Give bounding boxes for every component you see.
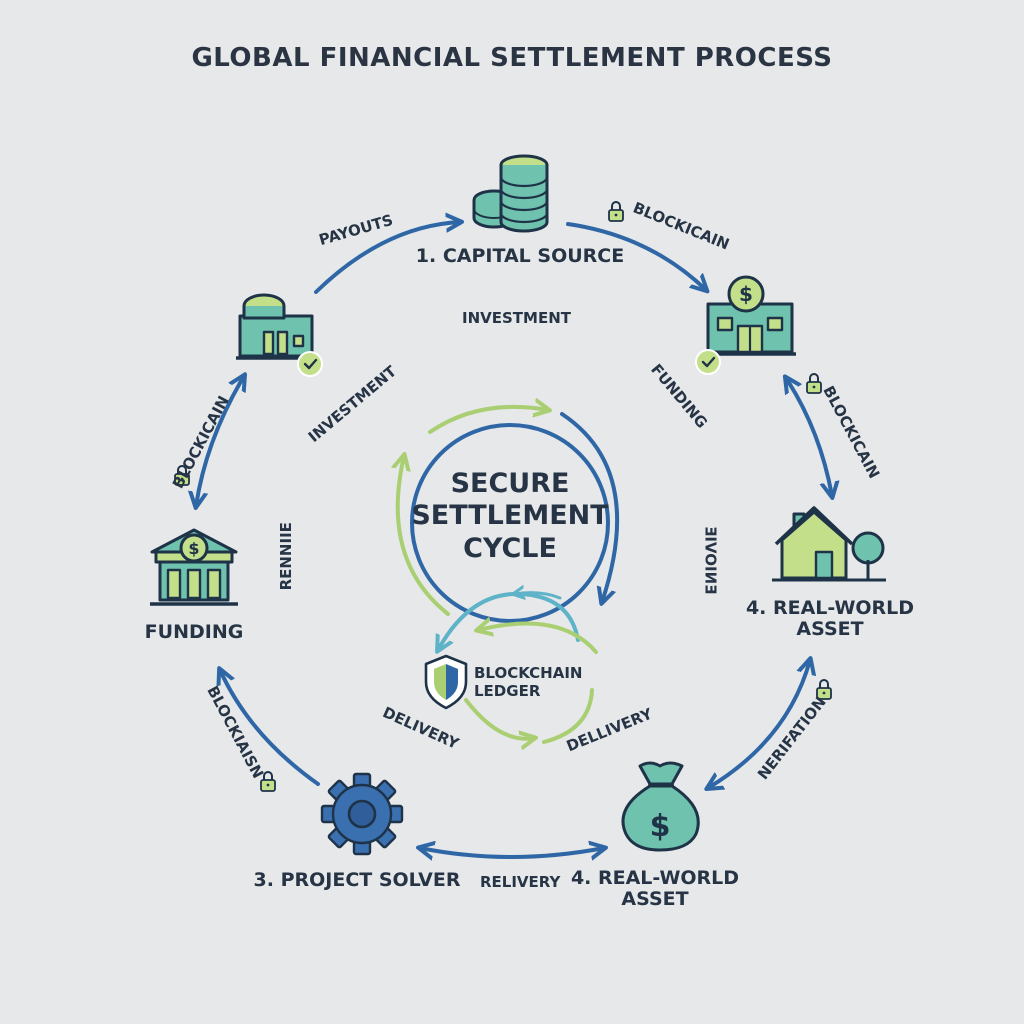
center-circle <box>410 423 610 623</box>
node-capital-source: 1. CAPITAL SOURCE <box>415 245 625 267</box>
node-project-solver: 3. PROJECT SOLVER <box>253 869 461 891</box>
arrow-verification <box>708 660 810 788</box>
blockchain-ledger-label: BLOCKCHAIN LEDGER <box>474 664 583 700</box>
node-funding-left: FUNDING <box>144 621 244 643</box>
inner-green-arc-bottom-right <box>478 624 598 654</box>
svg-text:$: $ <box>739 282 753 306</box>
gear-icon <box>320 772 404 856</box>
bank-dollar-check-icon: $ <box>694 275 796 376</box>
svg-text:$: $ <box>188 539 199 558</box>
page-title: GLOBAL FINANCIAL SETTLEMENT PROCESS <box>191 43 833 73</box>
coins-stack-icon <box>472 154 549 233</box>
lock-icon <box>608 201 624 222</box>
arrow-blockchain-right <box>786 378 832 496</box>
inner-cycle <box>398 407 620 744</box>
inner-teal-arrow-small <box>514 593 562 598</box>
outer-cycle-arrows <box>196 222 832 857</box>
center-title: SECURE SETTLEMENT CYCLE <box>411 468 609 564</box>
node-real-world-asset-right: 4. REAL-WORLD ASSET <box>745 597 915 640</box>
edge-label-mirrored-right: ƎIVOIИƎ <box>701 526 720 595</box>
arrow-blockchain-top-right <box>566 222 706 290</box>
node-real-world-asset-bottom: 4. REAL-WORLD ASSET <box>570 867 740 910</box>
shield-icon <box>424 654 468 710</box>
inner-green-arc-right-low <box>542 688 594 744</box>
edge-label-relivery: RELIVERY <box>480 873 561 891</box>
inner-blue-arc-right <box>560 412 620 602</box>
svg-text:$: $ <box>650 809 671 844</box>
edge-label-investment-top: INVESTMENT <box>462 309 571 327</box>
edge-label-rennie: RENNIIE <box>276 522 295 591</box>
arrow-payouts <box>314 222 460 294</box>
arrow-relivery <box>420 848 604 857</box>
inner-green-arc-left <box>398 456 450 616</box>
inner-green-arc-top <box>428 407 548 434</box>
bank-dollar-icon: $ <box>150 528 238 606</box>
money-bag-icon: $ <box>621 761 700 852</box>
house-tree-icon <box>772 506 886 582</box>
arrow-blockchain-bottom-left <box>220 670 320 786</box>
bank-check-icon <box>236 293 324 378</box>
arrow-blockchain-left <box>196 376 244 506</box>
inner-green-arc-bottom <box>464 698 534 739</box>
